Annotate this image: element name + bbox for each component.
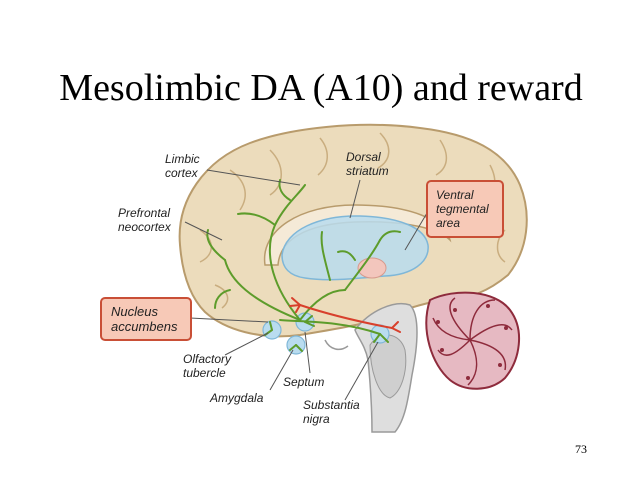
label-line: Ventral: [436, 188, 474, 202]
pituitary-area: [324, 339, 349, 351]
label-prefrontal-neocortex: Prefrontal neocortex: [118, 206, 171, 234]
label-line: tubercle: [183, 366, 226, 380]
label-line: Olfactory: [183, 352, 232, 366]
mesolimbic-pathway: [206, 179, 401, 352]
label-ventral-tegmental-area: Ventral tegmental area: [426, 180, 504, 238]
label-substantia-nigra: Substantia nigra: [303, 398, 360, 426]
slide-title: Mesolimbic DA (A10) and reward: [59, 67, 583, 109]
label-line: Dorsal: [346, 150, 381, 164]
label-line: cortex: [165, 166, 198, 180]
label-line: Prefrontal: [118, 206, 171, 220]
vta-source-projection: [289, 297, 401, 333]
label-line: striatum: [346, 164, 389, 178]
page-number: 73: [575, 442, 587, 456]
cerebellum: [425, 291, 521, 390]
label-septum: Septum: [283, 375, 325, 389]
label-line: Substantia: [303, 398, 360, 412]
label-nucleus-accumbens: Nucleus accumbens: [100, 297, 192, 341]
label-line: Nucleus: [111, 304, 158, 319]
label-line: Limbic: [165, 152, 200, 166]
leader-lines: [184, 169, 431, 401]
label-line: tegmental: [436, 202, 489, 216]
label-olfactory-tubercle: Olfactory tubercle: [183, 352, 231, 380]
label-line: accumbens: [111, 319, 178, 334]
label-line: neocortex: [118, 220, 171, 234]
label-amygdala: Amygdala: [210, 391, 264, 405]
label-limbic-cortex: Limbic cortex: [165, 152, 200, 180]
label-dorsal-striatum: Dorsal striatum: [346, 150, 389, 178]
label-line: area: [436, 216, 461, 230]
label-line: nigra: [303, 412, 330, 426]
